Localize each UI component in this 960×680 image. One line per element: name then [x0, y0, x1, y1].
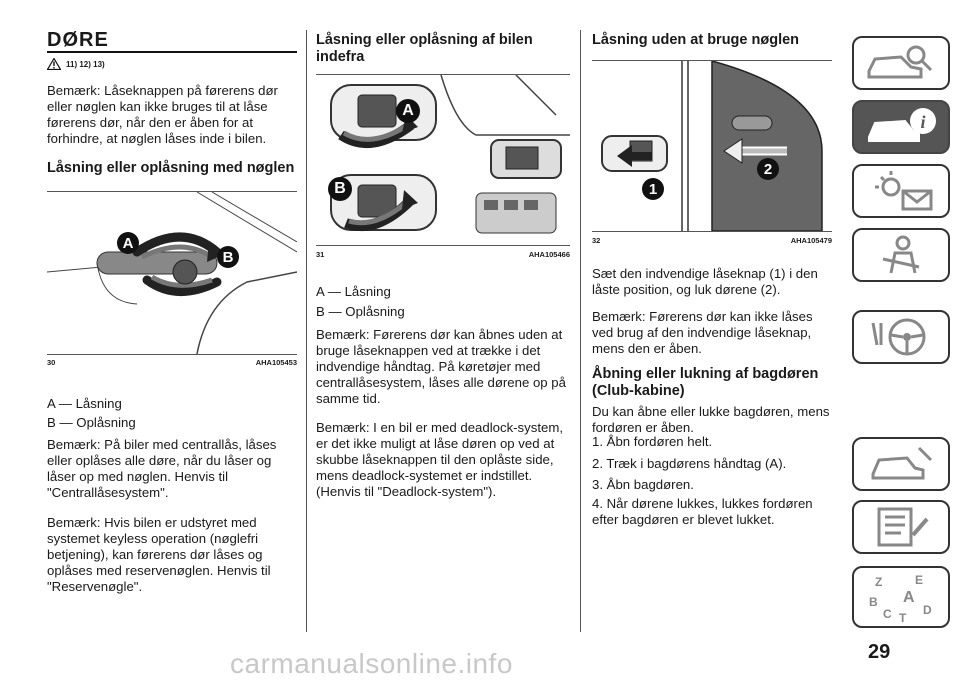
label-a-marker: A [396, 99, 420, 123]
figure-30: A B [46, 191, 298, 355]
sidebar-tab-index[interactable]: Z E A B C T D [852, 566, 950, 628]
heading-rear-door: Åbning eller lukning af bagdøren (Club-k… [592, 366, 819, 399]
legend-a: A — Låsning [47, 396, 122, 411]
legend-b: B — Oplåsning [316, 304, 405, 319]
note-central-lock: Bemærk: På biler med centrallås, låses e… [47, 437, 277, 500]
step-4: 4. Når dørene lukkes, lukkes fordøren ef… [592, 496, 813, 527]
steering-wheel-icon [871, 318, 926, 356]
column-divider [580, 30, 581, 632]
car-service-icon [871, 446, 933, 480]
step-2: 2. Træk i bagdørens håndtag (A). [592, 456, 787, 471]
watermark: carmanualsonline.info [230, 648, 513, 679]
sidebar-tab-service[interactable] [852, 437, 950, 491]
svg-text:B: B [869, 595, 878, 609]
inside-lock-illustration [330, 74, 570, 234]
figure-32: 1 2 [592, 60, 832, 232]
step-1: 1. Åbn fordøren helt. [592, 434, 713, 449]
step-3: 3. Åbn bagdøren. [592, 477, 694, 492]
heading-keyless-lock: Låsning uden at bruge nøglen [592, 32, 800, 48]
title-rule [47, 51, 297, 53]
svg-text:C: C [883, 607, 892, 621]
note-open-door: Bemærk: Førerens dør kan ikke låses ved … [592, 309, 813, 356]
alphabet-index-icon: Z E A B C T D [869, 573, 932, 624]
heading-key-lock: Låsning eller oplåsning med nøglen [47, 160, 295, 176]
figure-31: A B [316, 74, 570, 246]
note-deadlock: Bemærk: I en bil er med deadlock-system,… [316, 420, 563, 499]
maintenance-checklist-icon [877, 507, 929, 547]
note-keyless: Bemærk: Hvis bilen er udstyret med syste… [47, 515, 271, 594]
svg-text:i: i [920, 112, 925, 132]
key-lock-illustration [46, 191, 298, 355]
page-number: 29 [868, 641, 891, 663]
sidebar-tab-warning-lights[interactable] [852, 164, 950, 218]
note-driver-door: Bemærk: Førerens dør kan åbnes uden at b… [316, 327, 566, 406]
airbag-seat-icon [882, 235, 920, 274]
svg-text:A: A [903, 589, 915, 606]
label-2-marker: 2 [757, 158, 779, 180]
section-title: DØRE [47, 29, 109, 51]
svg-text:T: T [899, 611, 907, 624]
sidebar-tab-maintenance[interactable] [852, 500, 950, 554]
label-b-marker: B [217, 246, 239, 268]
label-1-marker: 1 [642, 178, 664, 200]
legend-a: A — Låsning [316, 284, 391, 299]
note-key-lock: Bemærk: Låseknappen på førerens dør elle… [47, 83, 278, 146]
sidebar-tab-driving[interactable] [852, 310, 950, 364]
sidebar-tab-safety[interactable] [852, 228, 950, 282]
keyless-lock-illustration [601, 60, 823, 232]
svg-text:E: E [915, 573, 923, 587]
sidebar-tab-car-info[interactable]: i [852, 100, 950, 154]
column-divider [306, 30, 307, 632]
label-a-marker: A [117, 232, 139, 254]
sidebar-tab-car-search[interactable] [852, 36, 950, 90]
warning-refs: 11) 12) 13) [47, 58, 105, 70]
car-search-icon [867, 45, 933, 79]
text-lock-button: Sæt den indvendige låseknap (1) i den lå… [592, 266, 818, 297]
warning-light-message-icon [875, 171, 933, 211]
car-info-icon: i [868, 108, 936, 142]
svg-text:Z: Z [875, 575, 882, 589]
legend-b: B — Oplåsning [47, 415, 136, 430]
label-b-marker: B [328, 177, 352, 201]
text-rear-door: Du kan åbne eller lukke bagdøren, mens f… [592, 404, 830, 435]
warning-triangle-icon [47, 58, 61, 70]
svg-text:D: D [923, 603, 932, 617]
heading-inside-lock: Låsning eller oplåsning af bilen indefra [316, 32, 533, 65]
